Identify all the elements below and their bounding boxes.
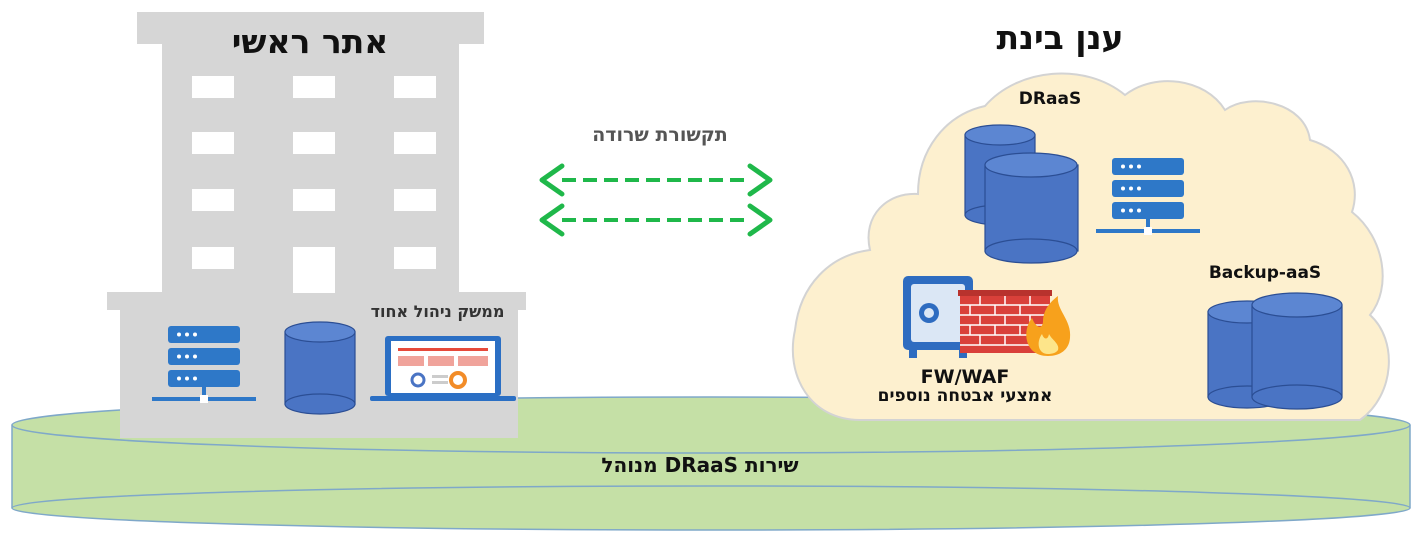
bidirectional-arrow-icon xyxy=(539,163,773,197)
database-icon xyxy=(1251,292,1343,410)
safe-icon xyxy=(903,276,973,358)
connection-label: תקשורת שרודה xyxy=(592,124,728,146)
managed-service-label: שירות DRaaS מנוהל xyxy=(601,453,799,477)
fw-waf-label: FW/WAF xyxy=(920,366,1010,388)
security-measures-label: אמצעי אבטחה נוספים xyxy=(877,386,1053,406)
main-site-title: אתר ראשי xyxy=(231,22,389,61)
laptop-icon xyxy=(370,336,516,401)
draas-label: DRaaS xyxy=(1018,89,1082,109)
database-icon xyxy=(984,152,1079,264)
database-icon xyxy=(284,321,356,415)
cloud-title: ענן בינת xyxy=(996,18,1124,57)
management-console-label: ממשק ניהול אחוד xyxy=(370,302,505,321)
backup-label: Backup-aaS xyxy=(1208,263,1322,283)
bidirectional-arrow-icon xyxy=(539,203,773,237)
flame-icon xyxy=(1026,296,1071,356)
